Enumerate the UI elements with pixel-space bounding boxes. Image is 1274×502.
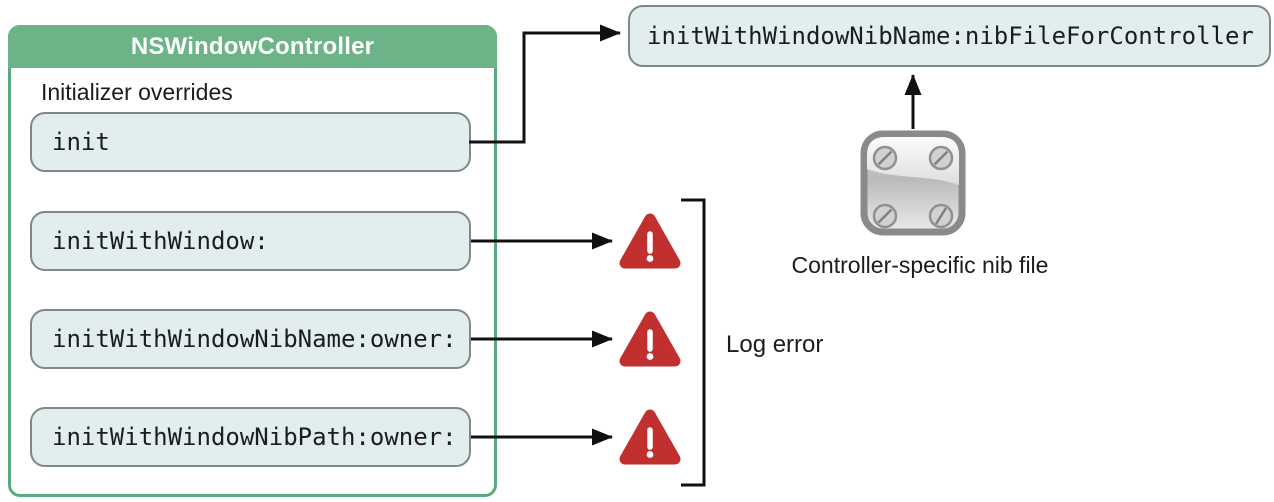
screw-icon	[872, 145, 954, 229]
method-label: init	[52, 128, 110, 156]
initializer-overrides-label: Initializer overrides	[41, 79, 233, 105]
class-header: NSWindowController	[8, 25, 497, 68]
warning-icon	[619, 213, 681, 269]
nswindowcontroller-class-box: NSWindowController Initializer overrides…	[8, 25, 497, 497]
designated-initializer-box: initWithWindowNibName:nibFileForControll…	[628, 5, 1271, 67]
designated-initializer-label: initWithWindowNibName:nibFileForControll…	[647, 22, 1254, 50]
class-title: NSWindowController	[130, 33, 375, 60]
warning-icon	[619, 311, 681, 367]
log-error-label: Log error	[726, 331, 824, 358]
method-box-initwithwindownibpath-owner: initWithWindowNibPath:owner:	[30, 407, 471, 467]
method-box-initwithwindownibname-owner: initWithWindowNibName:owner:	[30, 309, 471, 369]
method-label: initWithWindowNibName:owner:	[52, 325, 457, 353]
method-label: initWithWindowNibPath:owner:	[52, 423, 457, 451]
method-box-initwithwindow: initWithWindow:	[30, 211, 471, 271]
method-label: initWithWindow:	[52, 227, 269, 255]
nib-file-icon	[860, 130, 966, 236]
warning-icon	[619, 409, 681, 465]
nib-file-label: Controller-specific nib file	[791, 252, 1049, 278]
log-error-bracket	[681, 198, 706, 487]
method-box-init: init	[30, 112, 471, 172]
